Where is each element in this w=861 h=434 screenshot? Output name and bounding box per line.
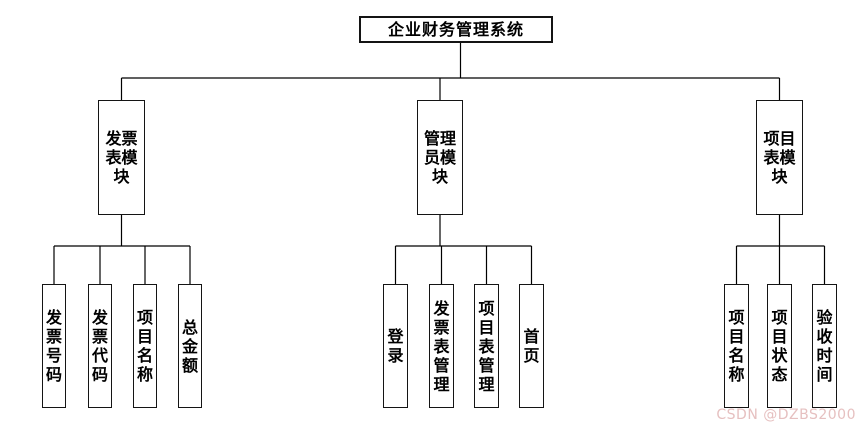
- module-node-project-table: 项目表模块: [756, 100, 803, 215]
- leaf-home-page: 首页: [519, 284, 544, 408]
- module-node-admin: 管理员模块: [417, 100, 463, 215]
- module-node-invoice-table: 发票表模块: [98, 100, 145, 215]
- leaf-acceptance-time: 验收时间: [812, 284, 837, 408]
- leaf-project-name-invoice: 项目名称: [133, 284, 157, 408]
- leaf-project-table-management: 项目表管理: [474, 284, 499, 408]
- leaf-invoice-table-management: 发票表管理: [429, 284, 454, 408]
- leaf-project-status: 项目状态: [767, 284, 792, 408]
- leaf-invoice-number: 发票号码: [42, 284, 66, 408]
- leaf-total-amount: 总金额: [178, 284, 202, 408]
- leaf-login: 登录: [383, 284, 408, 408]
- leaf-invoice-code: 发票代码: [88, 284, 112, 408]
- root-node: 企业财务管理系统: [359, 16, 553, 43]
- leaf-project-name-project: 项目名称: [724, 284, 749, 408]
- tree-connector-path: [53, 43, 826, 284]
- watermark: CSDN @DZBS2000: [716, 407, 856, 423]
